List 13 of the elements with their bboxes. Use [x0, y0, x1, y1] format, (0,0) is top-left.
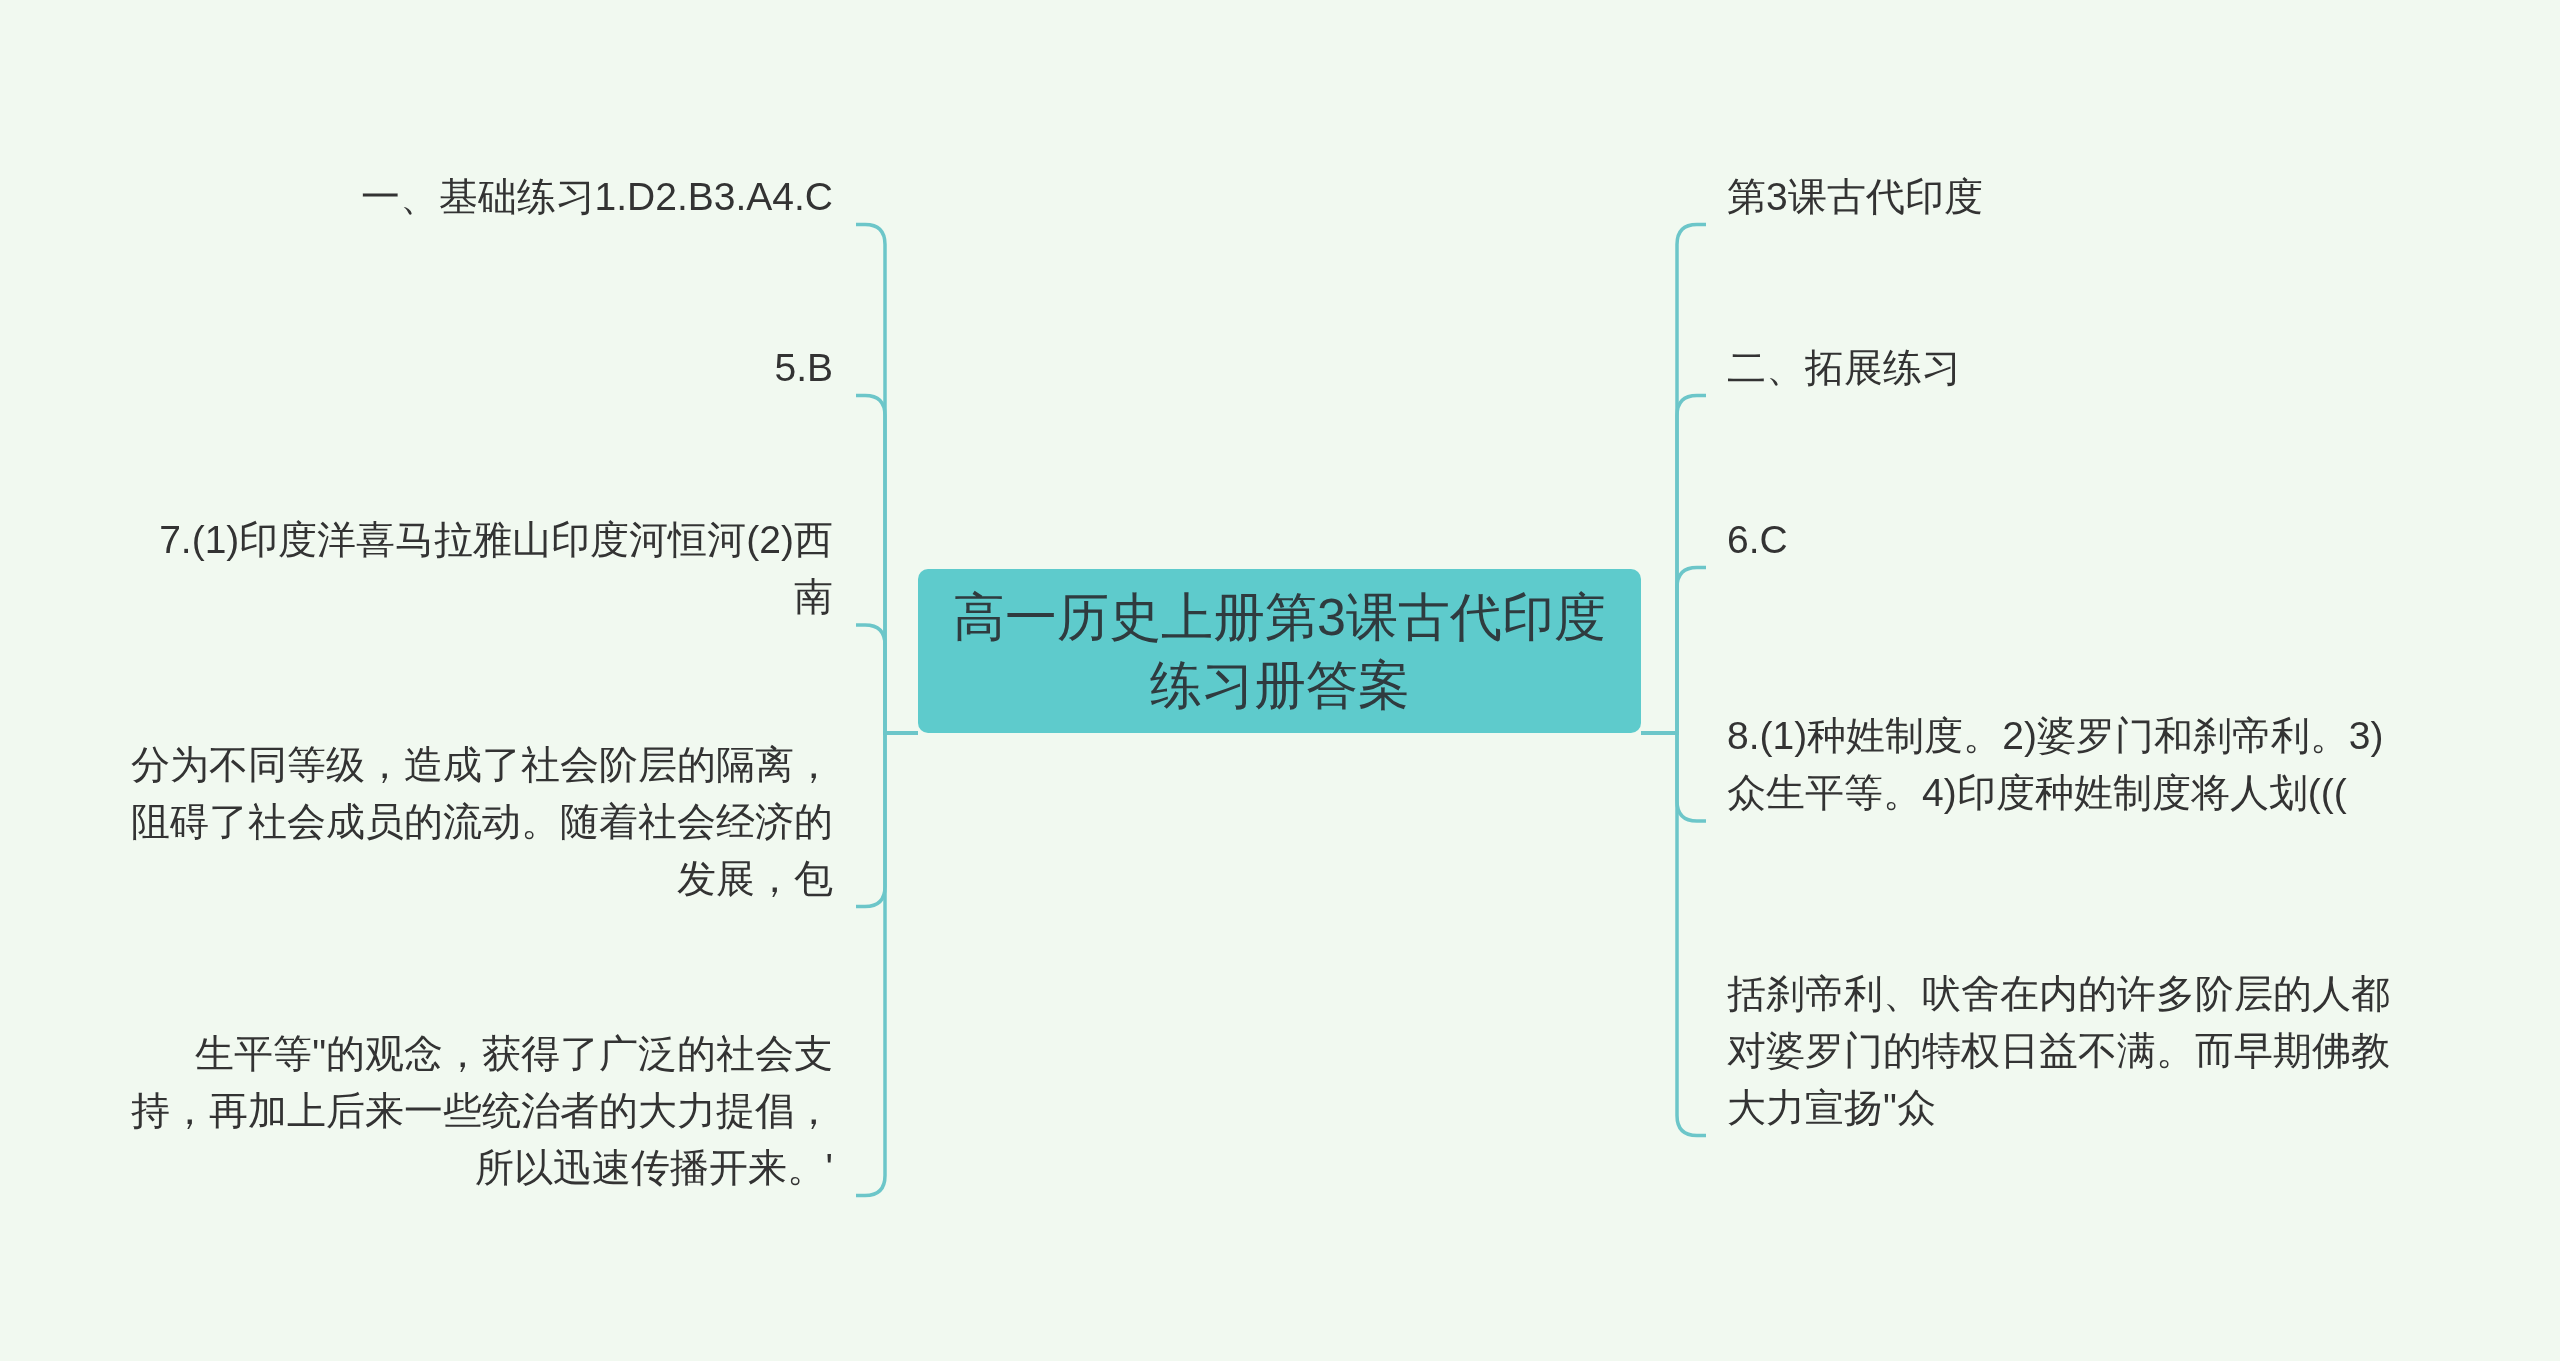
topic-text: 5.B: [773, 344, 833, 391]
topic-text: 生平等"的观念，获得了广泛的社会支持，再加上后来一些统治者的大力提倡，所以迅速传播开来。': [130, 1030, 833, 1191]
topic-text: 一、基础练习1.D2.B3.A4.C: [359, 173, 833, 220]
topic-text: 第3课古代印度: [1727, 173, 1984, 220]
topic-text: 8.(1)种姓制度。2)婆罗门和刹帝利。3)众生平等。4)印度种姓制度将人划(((: [1727, 713, 2385, 816]
connector-line: [856, 731, 918, 1198]
topic-text: 二、拓展练习: [1727, 344, 1962, 391]
topic-text: 分为不同等级，造成了社会阶层的隔离，阻碍了社会成员的流动。随着社会经济的发展，包: [130, 741, 833, 902]
connector-line: [1641, 731, 1706, 1138]
topic-text: 7.(1)印度洋喜马拉雅山印度河恒河(2)西南: [158, 517, 833, 620]
topic-text: 6.C: [1727, 516, 1789, 563]
topic-text: 括刹帝利、吠舍在内的许多阶层的人都对婆罗门的特权日益不满。而早期佛教大力宣扬"众: [1727, 970, 2391, 1131]
central-topic-box: 高一历史上册第3课古代印度练习册答案: [918, 569, 1641, 733]
